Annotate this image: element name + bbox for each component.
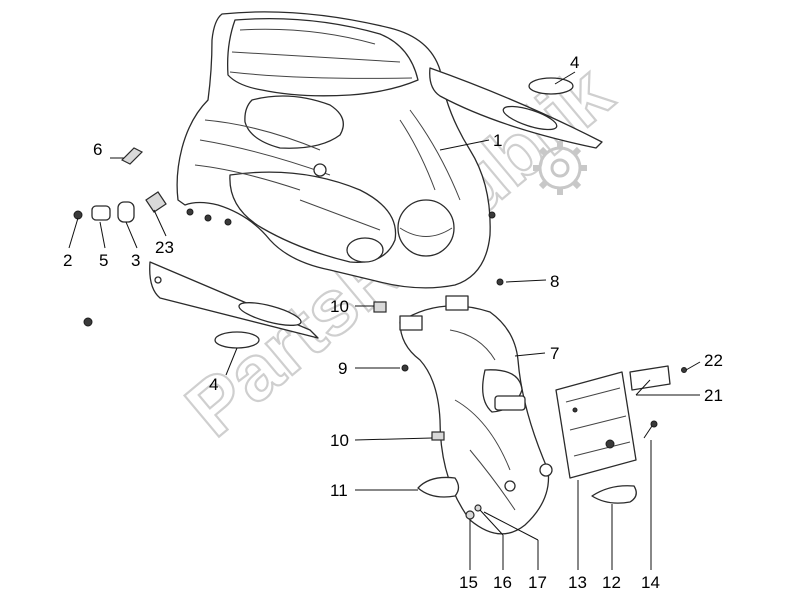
callout-14: 14	[641, 573, 660, 592]
part-11-reflector	[417, 476, 460, 498]
callout-17: 17	[528, 573, 547, 592]
part-22-screw	[681, 367, 687, 373]
gear-icon	[533, 141, 587, 195]
part-7-mudguard	[373, 278, 553, 535]
callout-10-lower: 10	[330, 431, 349, 450]
callout-4-upper: 4	[570, 53, 579, 72]
callout-11: 11	[330, 481, 348, 500]
callout-1: 1	[493, 131, 502, 150]
part-10-clip-upper	[373, 301, 387, 313]
callout-10-upper: 10	[330, 297, 349, 316]
part-21-light-bracket	[629, 365, 687, 391]
part-23-clip-nut	[145, 191, 167, 213]
part-9-screw	[401, 364, 409, 372]
callout-15: 15	[459, 573, 478, 592]
callout-13: 13	[568, 573, 587, 592]
part-4-screw	[83, 317, 93, 327]
callout-12: 12	[602, 573, 621, 592]
part-4-upper-plate	[429, 67, 603, 149]
callout-23: 23	[155, 238, 174, 257]
part-13-plate-holder	[555, 371, 637, 479]
left-hardware	[73, 147, 167, 327]
part-5-spacer	[91, 205, 111, 221]
part-4-lower-plate	[149, 261, 319, 349]
callout-3: 3	[131, 251, 140, 270]
callout-8: 8	[550, 272, 559, 291]
leader-lines	[68, 71, 701, 570]
callout-5: 5	[99, 251, 108, 270]
part-12-reflector-plate	[591, 485, 637, 504]
callout-2: 2	[63, 251, 72, 270]
part-3-grommet	[117, 201, 135, 223]
parts-15-16-fasteners	[465, 504, 482, 520]
part-2-screw	[73, 210, 83, 220]
part-14-screw	[643, 420, 658, 439]
callout-9: 9	[338, 359, 347, 378]
part-6-clip	[120, 147, 144, 165]
part-8-screw	[496, 278, 504, 286]
callout-7: 7	[550, 344, 559, 363]
callout-labels: 1 2 3 4 4 5 6 7 8 9 10 10 11 12 13 14 15…	[63, 53, 723, 592]
callout-16: 16	[493, 573, 512, 592]
callout-6: 6	[93, 140, 102, 159]
callout-22: 22	[704, 351, 723, 370]
part-1-handlebar-cover	[176, 11, 496, 289]
callout-4-lower: 4	[209, 375, 218, 394]
callout-21: 21	[704, 386, 723, 405]
part-10-clip-lower	[431, 431, 445, 441]
cover-rivets	[186, 208, 496, 226]
